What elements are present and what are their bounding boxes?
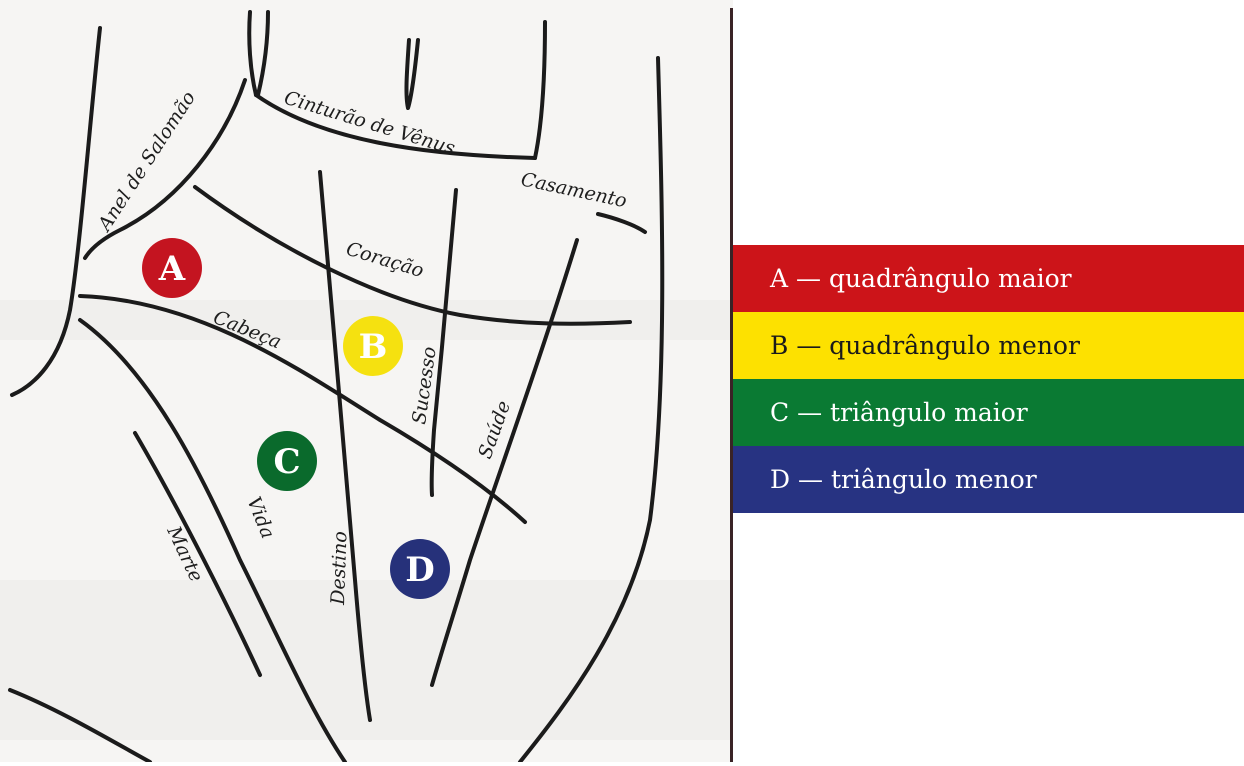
cinturao-de-venus-line [254,93,537,160]
legend-item-c: C — triângulo maior [733,379,1244,446]
finger-outline [247,10,258,97]
marker-c-letter: C [273,442,300,482]
background-smudge [0,580,733,740]
legend-item-d: D — triângulo menor [733,446,1244,513]
label-vida: Vida [242,494,278,542]
vida-line [78,318,347,764]
palm-drawing: Anel de Salomão Cinturão de Vênus Casame… [0,10,733,764]
finger-outline [404,38,420,110]
legend: A — quadrângulo maior B — quadrângulo me… [733,245,1244,513]
label-destino: Destino [327,531,352,606]
legend-item-a: A — quadrângulo maior [733,245,1244,312]
marker-a-circle [142,238,202,298]
legend-item-b-text: B — quadrângulo menor [770,331,1080,360]
anel-de-salomao-line [83,78,247,260]
marker-c: C [257,431,317,491]
palm-outline-bottom [8,688,152,764]
sucesso-line [429,188,458,497]
marker-b-circle [343,316,403,376]
saude-line [430,238,579,687]
marker-b-letter: B [359,327,388,367]
marker-c-circle [257,431,317,491]
label-coracao: Coração [344,238,427,282]
palm-diagram: Anel de Salomão Cinturão de Vênus Casame… [0,0,733,764]
marker-d: D [390,539,450,599]
legend-item-d-text: D — triângulo menor [770,465,1037,494]
legend-item-b: B — quadrângulo menor [733,312,1244,379]
label-saude: Saúde [474,398,515,462]
palm-outline-right [518,56,665,764]
marker-b: B [343,316,403,376]
legend-item-a-text: A — quadrângulo maior [770,264,1072,293]
legend-item-c-text: C — triângulo maior [770,398,1028,427]
finger-outline [533,20,547,160]
destino-line [318,170,372,722]
finger-outline [256,10,270,97]
palm-outline-left [10,26,102,397]
marte-line [133,431,262,677]
label-casamento: Casamento [519,168,629,212]
marker-a-letter: A [158,249,186,289]
divider [730,8,733,762]
cabeca-line [78,294,527,524]
casamento-line [596,212,647,234]
marker-d-letter: D [405,550,434,590]
marker-a: A [142,238,202,298]
marker-d-circle [390,539,450,599]
